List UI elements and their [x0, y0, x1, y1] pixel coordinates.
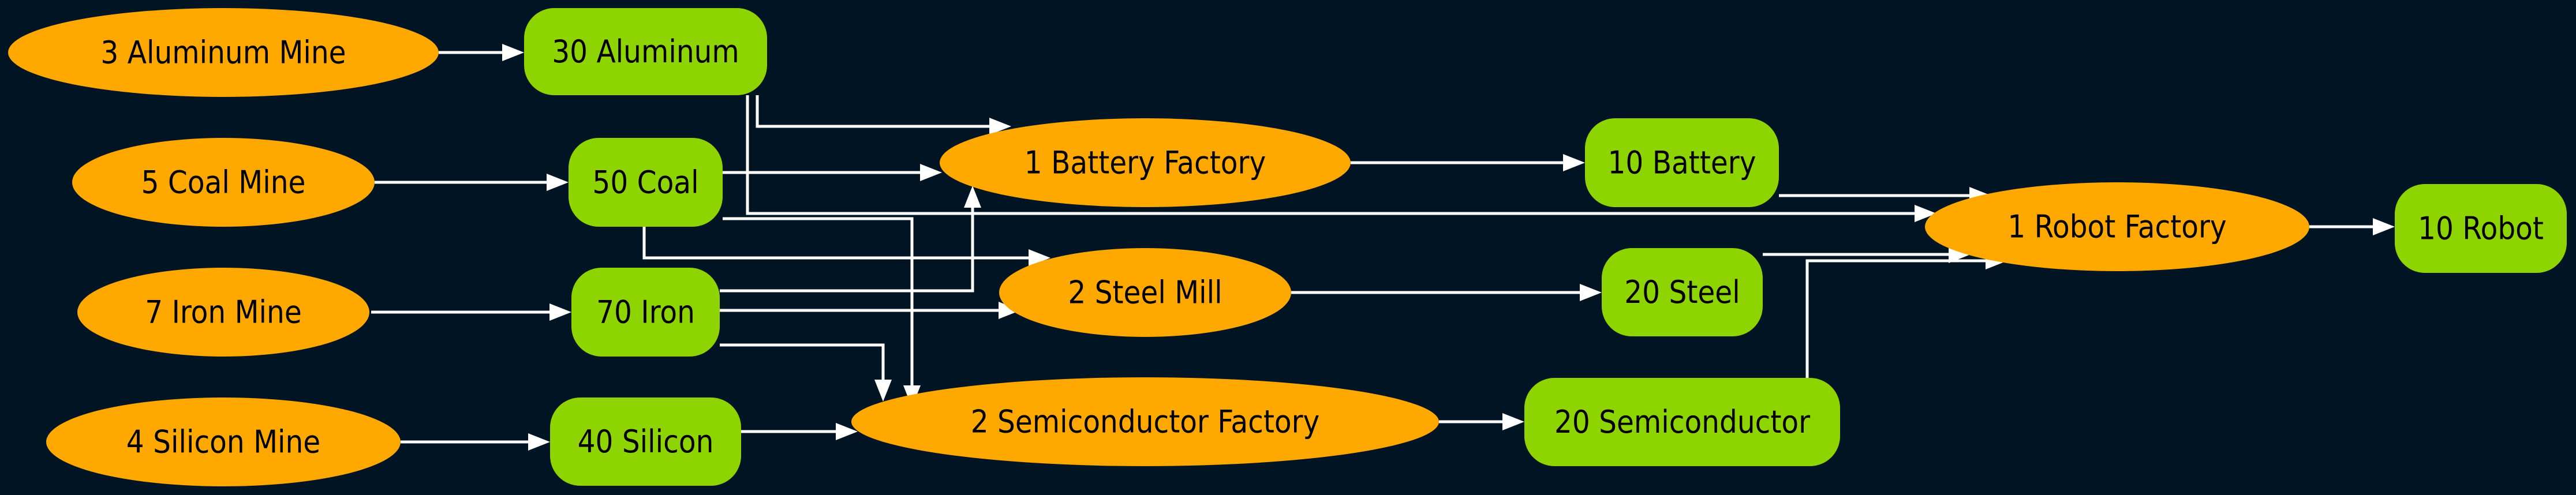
- building-ellipse: [72, 138, 375, 227]
- node-semiconductor-factory[interactable]: 2 Semiconductor Factory: [851, 377, 1439, 466]
- arrowhead-icon: [2373, 218, 2395, 235]
- building-ellipse: [46, 397, 401, 486]
- arrowhead-icon: [502, 44, 524, 61]
- resource-box: [569, 138, 723, 227]
- edge-iron-mine-to-iron: [371, 303, 571, 321]
- edge-line: [1805, 259, 1987, 378]
- node-coal-mine[interactable]: 5 Coal Mine: [72, 138, 375, 227]
- edge-line: [756, 95, 990, 128]
- building-ellipse: [77, 268, 369, 357]
- node-label: 3 Aluminum Mine: [100, 35, 346, 71]
- arrowhead-icon: [1580, 284, 1602, 301]
- node-battery[interactable]: 10 Battery: [1585, 118, 1779, 207]
- building-ellipse: [940, 118, 1351, 207]
- resource-box: [524, 8, 767, 95]
- edge-coal-to-battery-factory: [723, 164, 942, 181]
- node-label: 70 Iron: [596, 294, 695, 331]
- edge-line: [720, 343, 885, 381]
- edge-battery-factory-to-battery: [1351, 154, 1585, 171]
- edge-iron-to-battery-factory: [720, 186, 981, 292]
- node-steel[interactable]: 20 Steel: [1602, 248, 1763, 336]
- node-steel-mill[interactable]: 2 Steel Mill: [999, 248, 1291, 337]
- node-semiconductor[interactable]: 20 Semiconductor: [1524, 378, 1840, 466]
- edge-semiconductor-factory-to-semiconductor: [1439, 413, 1524, 430]
- edge-line: [642, 227, 1030, 260]
- node-label: 30 Aluminum: [552, 33, 739, 70]
- node-label: 7 Iron Mine: [145, 294, 301, 331]
- edge-iron-to-steel-mill: [720, 302, 1020, 319]
- node-silicon[interactable]: 40 Silicon: [550, 397, 741, 486]
- node-robot-factory[interactable]: 1 Robot Factory: [1925, 182, 2309, 271]
- edge-aluminum-mine-to-aluminum: [439, 44, 524, 61]
- node-label: 2 Semiconductor Factory: [971, 404, 1320, 440]
- node-robot[interactable]: 10 Robot: [2395, 184, 2567, 273]
- arrowhead-icon: [528, 433, 550, 451]
- building-ellipse: [1925, 182, 2309, 271]
- building-ellipse: [851, 377, 1439, 466]
- arrowhead-icon: [999, 302, 1020, 319]
- node-coal[interactable]: 50 Coal: [569, 138, 723, 227]
- resource-box: [550, 397, 741, 486]
- arrowhead-icon: [547, 174, 569, 191]
- building-ellipse: [8, 8, 439, 97]
- node-label: 2 Steel Mill: [1068, 275, 1222, 311]
- arrowhead-icon: [836, 423, 858, 440]
- edge-coal-mine-to-coal: [375, 174, 569, 191]
- node-label: 20 Steel: [1624, 274, 1740, 310]
- edge-line: [720, 207, 974, 292]
- arrowhead-icon: [1915, 205, 1936, 222]
- arrowhead-icon: [874, 380, 892, 402]
- resource-box: [1524, 378, 1840, 466]
- building-ellipse: [999, 248, 1291, 337]
- node-label: 40 Silicon: [578, 423, 714, 460]
- arrowhead-icon: [1029, 249, 1050, 267]
- edge-steel-mill-to-steel: [1291, 284, 1602, 301]
- resource-box: [2395, 184, 2567, 273]
- edge-silicon-mine-to-silicon: [401, 433, 550, 451]
- arrowhead-icon: [964, 186, 981, 208]
- edges-layer: [371, 44, 2395, 451]
- arrowhead-icon: [1563, 154, 1585, 171]
- arrowhead-icon: [920, 164, 942, 181]
- node-label: 1 Robot Factory: [2007, 209, 2226, 245]
- node-label: 5 Coal Mine: [141, 164, 306, 201]
- edge-iron-to-semiconductor-factory: [720, 343, 892, 402]
- edge-aluminum-to-battery-factory: [756, 95, 1011, 135]
- node-aluminum-mine[interactable]: 3 Aluminum Mine: [8, 8, 439, 97]
- node-label: 4 Silicon Mine: [126, 424, 320, 460]
- node-label: 50 Coal: [592, 164, 698, 201]
- edge-robot-factory-to-robot: [2309, 218, 2395, 235]
- node-silicon-mine[interactable]: 4 Silicon Mine: [46, 397, 401, 486]
- node-label: 10 Battery: [1607, 145, 1756, 181]
- node-iron[interactable]: 70 Iron: [571, 268, 720, 357]
- resource-box: [1602, 248, 1763, 336]
- resource-box: [1585, 118, 1779, 207]
- edge-aluminum-to-robot-factory: [746, 95, 1936, 222]
- node-iron-mine[interactable]: 7 Iron Mine: [77, 268, 369, 357]
- edge-coal-to-steel-mill: [642, 227, 1050, 267]
- node-label: 20 Semiconductor: [1554, 404, 1810, 440]
- node-label: 1 Battery Factory: [1025, 145, 1266, 181]
- resource-box: [571, 268, 720, 357]
- arrowhead-icon: [549, 303, 571, 321]
- node-label: 10 Robot: [2418, 211, 2544, 247]
- node-battery-factory[interactable]: 1 Battery Factory: [940, 118, 1351, 207]
- nodes-layer: 3 Aluminum Mine 30 Aluminum 5 Coal Mine 50 …: [8, 8, 2567, 486]
- edge-line: [746, 95, 1916, 215]
- arrowhead-icon: [1502, 413, 1524, 430]
- edge-line: [723, 217, 914, 387]
- arrowhead-icon: [989, 118, 1011, 135]
- node-aluminum[interactable]: 30 Aluminum: [524, 8, 767, 95]
- edge-silicon-to-semiconductor-factory: [741, 423, 858, 440]
